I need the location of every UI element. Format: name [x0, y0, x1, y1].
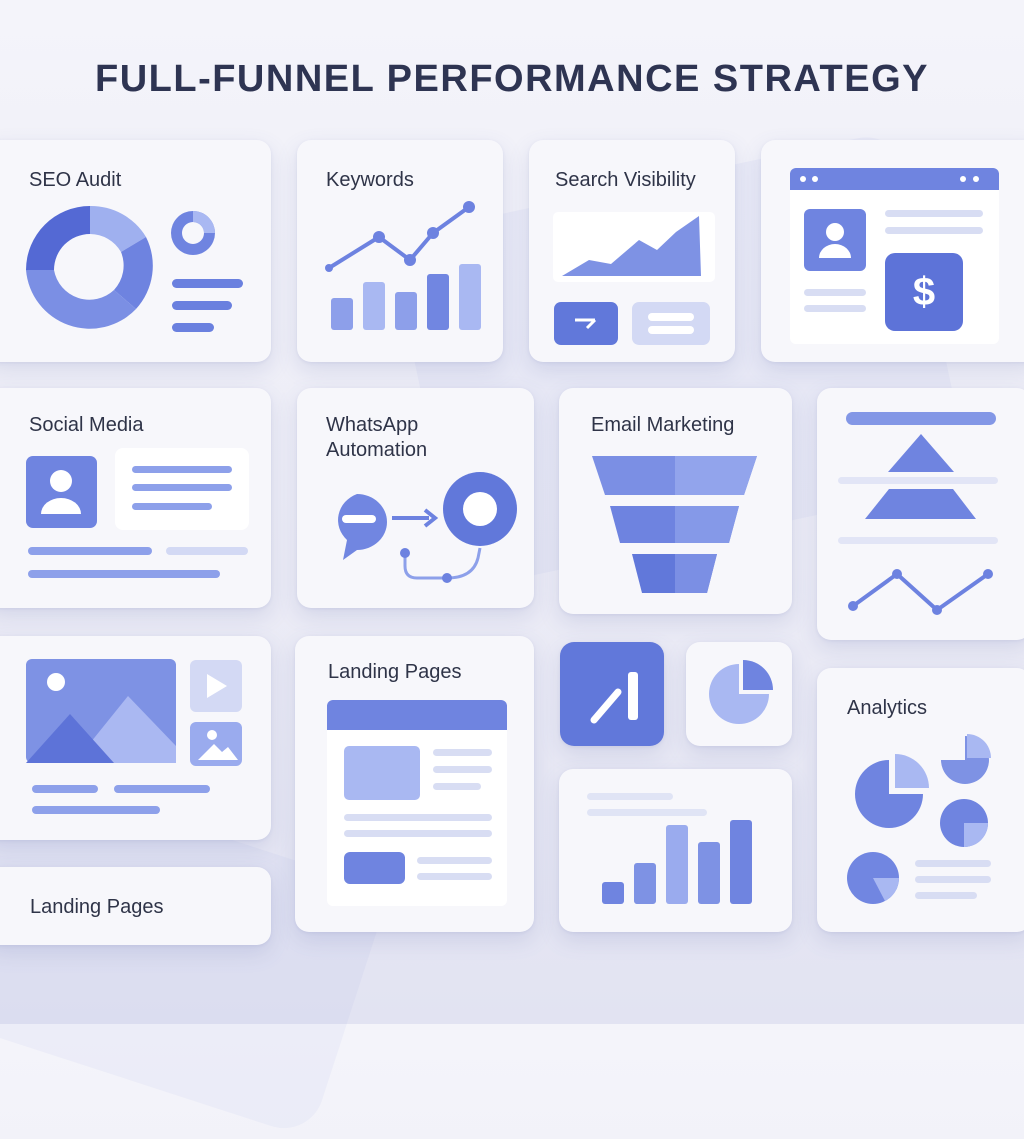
landing-pages-card[interactable]: Landing Pages [295, 636, 534, 932]
card-label: Social Media [29, 414, 144, 436]
search-visibility-card[interactable]: Search Visibility [529, 140, 735, 362]
card-label: Landing Pages [30, 896, 164, 918]
payment-page-card[interactable]: $ [761, 140, 1024, 362]
donut-chart-icon [26, 205, 243, 332]
bar-chart-card[interactable] [559, 769, 792, 932]
card-label: Keywords [326, 169, 414, 191]
card-label: SEO Audit [29, 169, 122, 191]
social-media-card[interactable]: Social Media [0, 388, 271, 608]
seo-audit-card[interactable]: SEO Audit [0, 140, 271, 362]
media-content-card[interactable] [0, 636, 271, 840]
growth-chart-icon [590, 672, 638, 724]
bar-chart-icon [587, 793, 752, 904]
chat-flow-icon [338, 472, 517, 583]
funnel-icon [592, 456, 757, 593]
pie-chart-tile[interactable] [686, 642, 792, 746]
card-label: Search Visibility [555, 169, 696, 191]
dollar-icon: $ [912, 270, 936, 314]
pyramid-trend-icon [838, 412, 998, 615]
card-label: WhatsApp Automation [326, 414, 428, 461]
line-bar-chart-icon [325, 201, 481, 330]
email-marketing-card[interactable]: Email Marketing [559, 388, 792, 614]
analytics-card[interactable]: Analytics [817, 668, 1024, 932]
webpage-layout-icon [327, 700, 507, 906]
landing-pages-label-card[interactable]: Landing Pages [0, 867, 271, 945]
page-title: FULL-FUNNEL PERFORMANCE STRATEGY [94, 58, 929, 100]
whatsapp-automation-card[interactable]: WhatsApp Automation [297, 388, 534, 608]
growth-icon-tile[interactable] [560, 642, 664, 746]
profile-post-icon [26, 448, 249, 578]
keywords-card[interactable]: Keywords [297, 140, 503, 362]
analytics-charts-icon [847, 734, 991, 904]
card-label: Analytics [847, 697, 928, 719]
pie-chart-icon [709, 660, 773, 724]
browser-window-icon [790, 168, 999, 344]
image-gallery-icon [26, 659, 242, 814]
area-chart-icon [553, 212, 715, 345]
card-label: Landing Pages [328, 661, 462, 683]
card-label: Email Marketing [591, 414, 735, 436]
pyramid-trend-card[interactable] [817, 388, 1024, 640]
